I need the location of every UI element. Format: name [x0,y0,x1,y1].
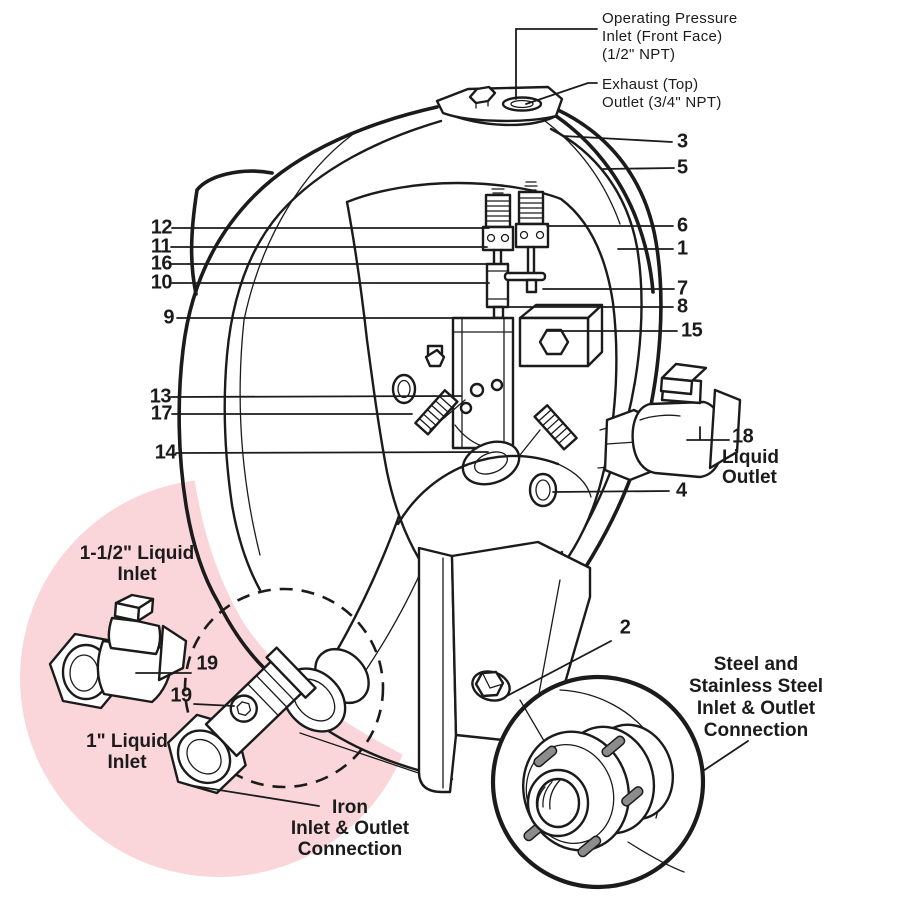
liquid-outlet-valve [597,362,742,482]
exhaust-outlet-label: Exhaust (Top) Outlet (3/4" NPT) [602,76,722,112]
callout-4: 4 [676,479,687,502]
callout-8: 8 [677,295,688,318]
diagonal-spring-right [533,404,578,451]
inlet-1-line2: Inlet [107,752,147,773]
iron-connection [281,647,370,733]
callout-6: 6 [677,214,688,237]
callout-14: 14 [154,441,177,464]
iron-connection-line1: Iron [332,797,368,818]
inlet-1-label: 1" Liquid Inlet [86,731,168,773]
spring-right [517,181,545,226]
steel-connection-line4: Connection [703,720,809,741]
inlet-1-line1: 1" Liquid [86,731,168,752]
bracket-bolt-icon [474,670,505,698]
spring-left [484,184,512,229]
liquid-outlet-label: Liquid Outlet [722,448,779,488]
internal-mechanism [391,181,604,579]
callout-10: 10 [150,271,173,294]
exhaust-line2: Outlet (3/4" NPT) [602,94,722,111]
callout-15: 15 [681,319,703,342]
inlet-1-5-label: 1-1/2" Liquid Inlet [80,543,195,585]
callout-16: 16 [150,252,173,275]
callout-9: 9 [163,306,174,329]
liquid-outlet-line1: Liquid [722,447,779,468]
inlet-1-5-line1: 1-1/2" Liquid [79,543,195,564]
callout-18: 18 [732,425,754,448]
leader-lines [135,28,749,807]
callout-5: 5 [677,156,688,179]
operating-pressure-label: Operating Pressure Inlet (Front Face) (1… [602,10,737,64]
callout-13: 13 [149,385,172,408]
callout-2: 2 [619,616,631,639]
callout-19-upper: 19 [196,652,218,675]
steel-connection-line2: Stainless Steel [688,676,824,697]
iron-connection-line3: Connection [297,839,403,860]
drain-boss [528,472,558,508]
inlet-valve-1-5in [48,593,188,710]
steel-connection-line3: Inlet & Outlet [696,698,816,719]
liquid-outlet-line2: Outlet [722,467,777,488]
steel-connection-detail [490,674,706,890]
iron-connection-label: Iron Inlet & Outlet Connection [291,797,409,860]
callout-17: 17 [150,402,173,425]
exhaust-line1: Exhaust (Top) [602,76,699,93]
steel-connection-label: Steel and Stainless Steel Inlet & Outlet… [689,654,823,742]
pressure-port [501,96,543,112]
dashed-detail-circle [183,587,385,789]
callout-3: 3 [677,130,688,153]
hex-bolt-icon [538,328,570,356]
valve-block-right [514,222,550,249]
top-cap [435,85,564,123]
operating-pressure-line2: Inlet (Front Face) [602,28,723,45]
steel-connection-line1: Steel and [713,654,799,675]
callout-11: 11 [150,235,172,258]
mechanism-frame [424,303,604,450]
inlet-1-5-line2: Inlet [117,564,157,585]
callout-12: 12 [150,216,173,239]
callout-1: 1 [677,237,688,260]
callout-7: 7 [677,277,688,300]
operating-pressure-line1: Operating Pressure [602,10,738,27]
iron-connection-line2: Inlet & Outlet [290,818,410,839]
operating-pressure-line3: (1/2" NPT) [602,46,676,63]
valve-block-left [481,225,515,252]
inlet-valve-1in [167,646,317,795]
callout-19-lower: 19 [170,684,192,707]
